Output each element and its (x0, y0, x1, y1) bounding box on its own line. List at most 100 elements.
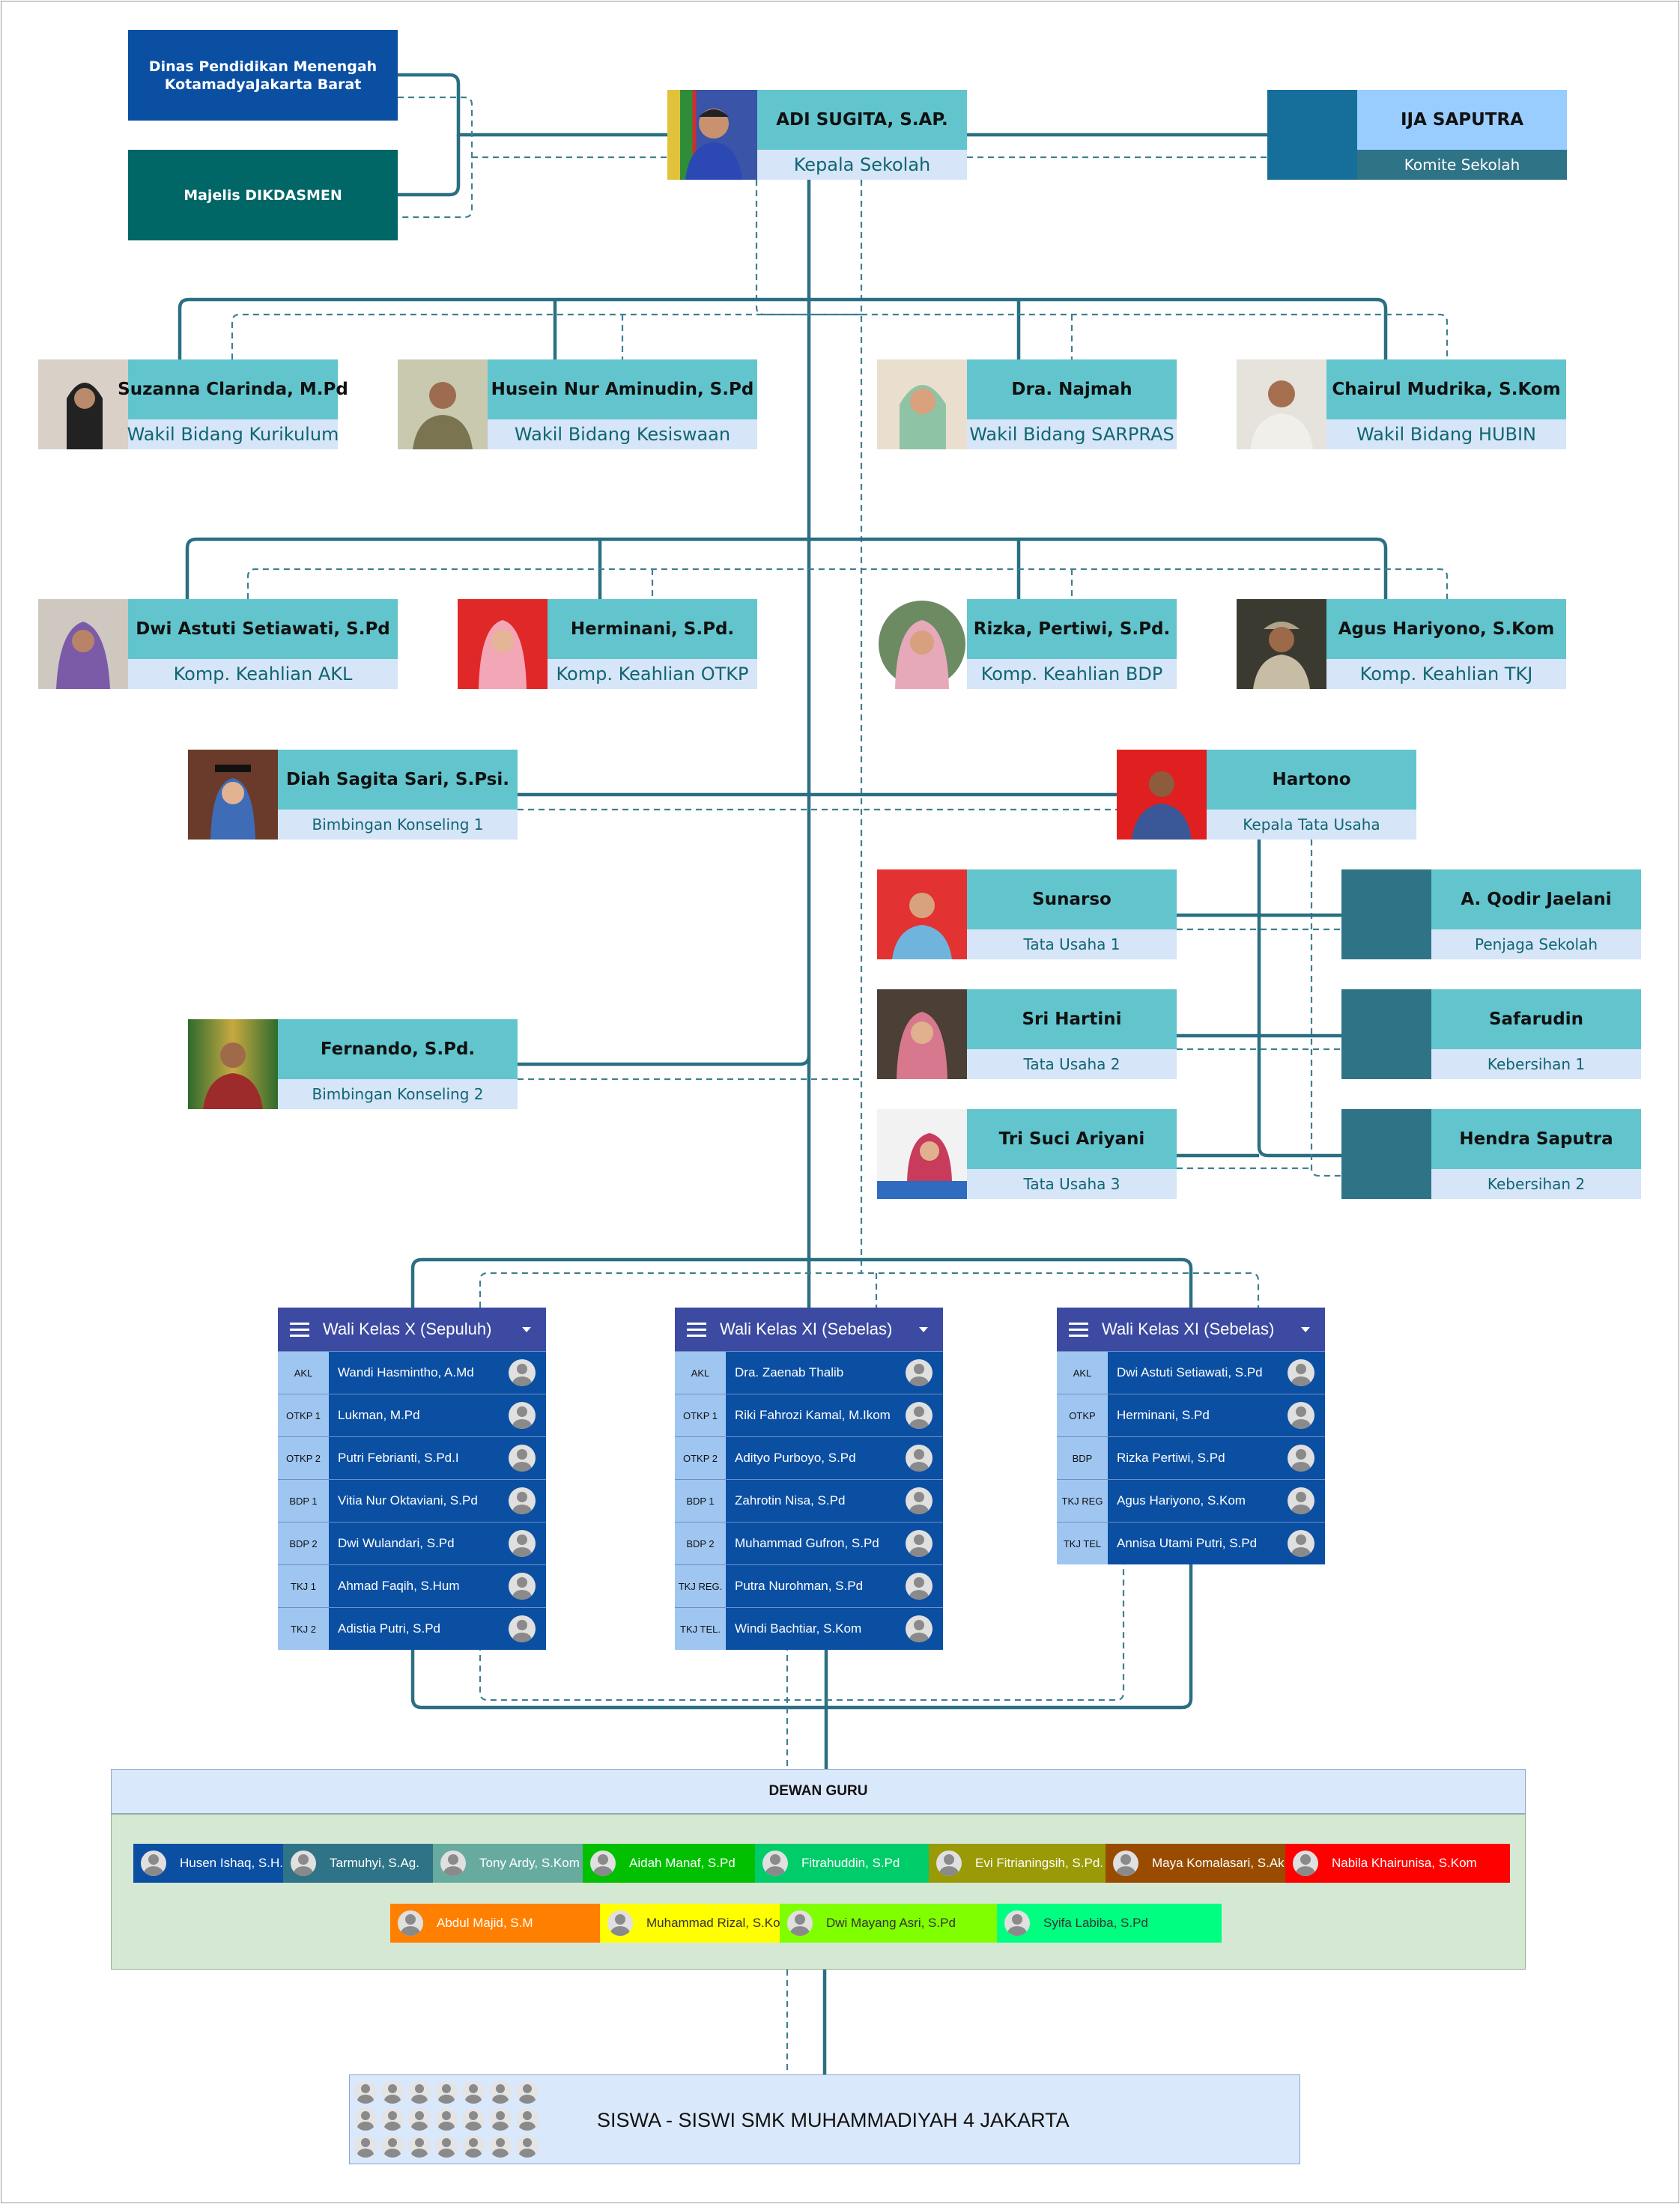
kebersihan-card: Safarudin Kebersihan 1 (1341, 989, 1641, 1079)
teacher-name: Annisa Utami Putri, S.Pd (1117, 1536, 1258, 1550)
menu-icon[interactable] (1069, 1319, 1088, 1341)
chevron-down-icon[interactable] (919, 1326, 928, 1332)
komp-role: Komp. Keahlian TKJ (1326, 659, 1566, 689)
avatar-icon (509, 1402, 536, 1429)
tu-name: Sunarso (967, 869, 1177, 929)
wakil-role: Wakil Bidang SARPRAS (967, 419, 1177, 449)
avatar-icon (509, 1573, 536, 1600)
menu-icon[interactable] (290, 1319, 309, 1341)
avatar-icon (291, 1851, 316, 1876)
bk-role: Bimbingan Konseling 1 (278, 810, 518, 840)
wakil-name: Suzanna Clarinda, M.Pd (118, 359, 348, 419)
teacher-chip[interactable]: Tarmuhyi, S.Ag. (283, 1844, 433, 1883)
dewan-guru-panel (111, 1814, 1526, 1970)
wakil-card: Chairul Mudrika, S.Kom Wakil Bidang HUBI… (1237, 359, 1566, 449)
tu-head-photo (1117, 750, 1207, 840)
teacher-chip[interactable]: Aidah Manaf, S.Pd (583, 1844, 755, 1883)
penjaga-sekolah-card: A. Qodir Jaelani Penjaga Sekolah (1341, 869, 1641, 959)
teacher-name: Fitrahuddin, S.Pd (801, 1856, 900, 1870)
student-icon (489, 2135, 512, 2158)
class-code: OTKP 1 (675, 1394, 726, 1436)
teacher-name: Syifa Labiba, S.Pd (1043, 1916, 1148, 1930)
student-icon (462, 2135, 485, 2158)
wali-kelas-header[interactable]: Wali Kelas XI (Sebelas) (1057, 1308, 1325, 1351)
wali-kelas-row[interactable]: TKJ REG.Putra Nurohman, S.Pd (675, 1564, 943, 1607)
teacher-chip[interactable]: Dwi Mayang Asri, S.Pd (780, 1904, 997, 1943)
komp-name: Herminani, S.Pd. (548, 599, 757, 659)
support-name: A. Qodir Jaelani (1431, 869, 1641, 929)
class-code: BDP 1 (278, 1480, 329, 1522)
tu-head-role: Kepala Tata Usaha (1207, 810, 1416, 840)
support-name: Hendra Saputra (1431, 1109, 1641, 1169)
support-role: Penjaga Sekolah (1431, 929, 1641, 959)
teacher-chip[interactable]: Husen Ishaq, S.H. (133, 1844, 283, 1883)
komp-role: Komp. Keahlian BDP (967, 659, 1177, 689)
bimbingan-konseling-card: Fernando, S.Pd. Bimbingan Konseling 2 (188, 1019, 518, 1109)
bk-name: Fernando, S.Pd. (278, 1019, 518, 1079)
avatar-icon (509, 1487, 536, 1514)
chevron-down-icon[interactable] (522, 1326, 531, 1332)
komp-keahlian-card: Herminani, S.Pd. Komp. Keahlian OTKP (458, 599, 757, 689)
teacher-chip[interactable]: Abdul Majid, S.M (390, 1904, 600, 1943)
teacher-name: Tarmuhyi, S.Ag. (330, 1856, 419, 1870)
teacher-chip[interactable]: Muhammad Rizal, S.Ko (600, 1904, 780, 1943)
avatar-icon (762, 1851, 788, 1876)
student-icon (462, 2081, 485, 2104)
bk-name: Diah Sagita Sari, S.Psi. (278, 750, 518, 810)
teacher-name: Wandi Hasmintho, A.Md (338, 1365, 474, 1379)
class-code: AKL (1057, 1352, 1108, 1394)
wali-kelas-row[interactable]: TKJ TEL.Windi Bachtiar, S.Kom (675, 1607, 943, 1650)
teacher-chip[interactable]: Evi Fitrianingsih, S.Pd. (929, 1844, 1106, 1883)
teacher-name: Agus Hariyono, S.Kom (1117, 1493, 1246, 1508)
siswa-label: SISWA - SISWI SMK MUHAMMADIYAH 4 JAKARTA (597, 2108, 1070, 2131)
wali-kelas-header[interactable]: Wali Kelas X (Sepuluh) (278, 1308, 546, 1351)
avatar-icon (936, 1851, 962, 1876)
teacher-chip[interactable]: Fitrahuddin, S.Pd (755, 1844, 929, 1883)
chevron-down-icon[interactable] (1301, 1326, 1310, 1332)
menu-icon[interactable] (687, 1319, 706, 1341)
wakil-role: Wakil Bidang Kurikulum (127, 419, 339, 449)
avatar-icon (787, 1910, 813, 1936)
teacher-chip[interactable]: Syifa Labiba, S.Pd (997, 1904, 1222, 1943)
komp-keahlian-card: Rizka, Pertiwi, S.Pd. Komp. Keahlian BDP (877, 599, 1177, 689)
wali-kelas-header[interactable]: Wali Kelas XI (Sebelas) (675, 1308, 943, 1351)
teacher-chip[interactable]: Nabila Khairunisa, S.Kom (1285, 1844, 1510, 1883)
class-code: TKJ REG. (675, 1565, 726, 1607)
class-code: AKL (675, 1352, 726, 1394)
support-role: Kebersihan 1 (1431, 1049, 1641, 1079)
dewan-guru-title: DEWAN GURU (111, 1769, 1526, 1814)
avatar-icon (607, 1910, 633, 1936)
komite-photo-placeholder (1267, 90, 1357, 180)
majelis-dikdasmen-box: Majelis DIKDASMEN (128, 150, 398, 240)
avatar-icon (1288, 1359, 1314, 1386)
class-code: BDP 2 (278, 1523, 329, 1564)
teacher-name: Rizka Pertiwi, S.Pd (1117, 1451, 1225, 1465)
avatar-icon (906, 1402, 933, 1429)
teacher-chip[interactable]: Tony Ardy, S.Kom (433, 1844, 583, 1883)
teacher-chip[interactable]: Maya Komalasari, S.Ak. (1106, 1844, 1288, 1883)
wakil-card: Suzanna Clarinda, M.Pd Wakil Bidang Kuri… (38, 359, 348, 449)
komp-keahlian-card: Agus Hariyono, S.Kom Komp. Keahlian TKJ (1237, 599, 1566, 689)
komp-name: Dwi Astuti Setiawati, S.Pd (128, 599, 398, 659)
avatar-icon (906, 1530, 933, 1557)
